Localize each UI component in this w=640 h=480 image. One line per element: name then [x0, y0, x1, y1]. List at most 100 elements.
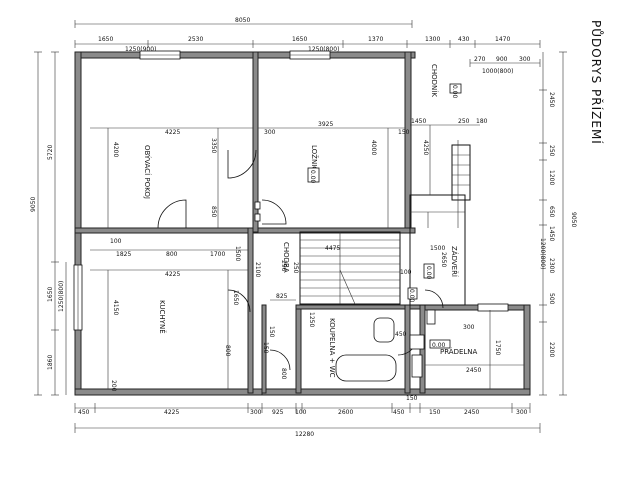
dim-right-sub-3: 300 [519, 56, 531, 63]
windows [73, 50, 509, 331]
dim-stair-180: 180 [476, 118, 488, 125]
dim-stair-4475: 4475 [325, 245, 340, 252]
dim-loznice-h: 4000 [370, 140, 377, 155]
dim-left-outer: 9050 [30, 197, 37, 212]
dim-right-2: 250 [548, 145, 555, 157]
dim-chodba-296: 296 [280, 260, 287, 272]
stairs [299, 140, 471, 306]
dim-top-3: 1650 [292, 36, 307, 43]
dim-left-inner: 5720 [47, 145, 54, 160]
dim-right-sub-1: 270 [474, 56, 486, 63]
dim-d200: 200 [110, 380, 117, 392]
room-labels: OBÝVACÍ POKOJ LOŽNICE KUCHYNĚ CHODBA KOU… [143, 64, 478, 378]
dim-b100: 100 [400, 269, 412, 276]
inner-dimension-labels: 4225 4200 3350 850 3925 4000 300 150 182… [110, 118, 501, 402]
room-zadveri: ZÁDVEŘÍ [450, 246, 459, 277]
dim-zadveri-1500: 1500 [430, 245, 445, 252]
dim-right-outer: 9050 [570, 212, 577, 227]
dim-hall-800: 800 [166, 251, 178, 258]
dim-kuchyne-h: 4150 [112, 300, 119, 315]
fixtures [254, 201, 436, 382]
room-loznice: LOŽNICE [310, 145, 319, 176]
dim-top-7: 1470 [495, 36, 510, 43]
dim-stair-250: 250 [458, 118, 470, 125]
bathtub [335, 354, 397, 382]
dim-chodba-825: 825 [276, 293, 288, 300]
dim-right-sub-2: 900 [496, 56, 508, 63]
dim-b450: 450 [395, 331, 407, 338]
heater [426, 309, 436, 325]
dim-obyvaci-h: 4200 [112, 142, 119, 157]
dim-pradelna-w: 2450 [466, 367, 481, 374]
dim-top-2: 2530 [188, 36, 203, 43]
dim-pradelna-150: 150 [406, 395, 418, 402]
dim-right-1: 2450 [548, 92, 555, 107]
level-tag-5: 0.00 [432, 342, 446, 349]
dim-hall-1700: 1700 [210, 251, 225, 258]
wc [373, 317, 395, 343]
dim-k800: 800 [224, 345, 231, 357]
dim-right-4: 650 [548, 206, 555, 218]
inner-dimension-lines [90, 124, 524, 389]
dim-top-4: 1370 [368, 36, 383, 43]
dim-bath-1250: 1250 [308, 312, 315, 327]
dim-bottom-2: 4225 [164, 409, 179, 416]
dim-kuchyne-w: 4225 [165, 271, 180, 278]
dim-zadveri-2650: 2650 [440, 252, 447, 267]
dim-left-sub-2: 1650 [47, 287, 54, 302]
dim-right-8: 2200 [548, 342, 555, 357]
dim-right-stair: 1200(800) [539, 238, 546, 269]
dim-k150: 150 [262, 342, 269, 354]
plan-title: PŮDORYS PŘÍZEMÍ [589, 20, 604, 145]
dim-right-6: 2300 [548, 258, 555, 273]
dim-right-5: 1450 [548, 226, 555, 241]
dim-bottom-7: 450 [393, 409, 405, 416]
room-chodnik: CHODNÍK [430, 64, 439, 97]
room-kuchyne: KUCHYNĚ [158, 300, 167, 334]
dim-obyvaci-3350: 3350 [210, 138, 217, 153]
dim-left-sub-3: 1860 [47, 355, 54, 370]
sink [411, 354, 423, 378]
dim-kuchyne-1650: 1650 [232, 290, 239, 305]
dim-top-5: 1300 [425, 36, 440, 43]
level-tag-4: 0.00 [408, 289, 415, 303]
level-tag-3: 0.00 [425, 266, 432, 280]
dim-top-1: 1650 [98, 36, 113, 43]
room-pradelna: PRÁDELNA [440, 347, 478, 356]
dimension-labels: 8050 1650 2530 1650 1370 1300 430 1470 1… [30, 17, 577, 438]
socket-1 [254, 201, 261, 210]
dim-bottom-10: 300 [516, 409, 528, 416]
dim-top-6: 430 [458, 36, 470, 43]
dim-bottom-8: 150 [429, 409, 441, 416]
socket-2 [254, 213, 261, 222]
dim-hall-1825: 1825 [116, 251, 131, 258]
dimension-lines [34, 20, 567, 433]
dim-stair-4250: 4250 [422, 140, 429, 155]
level-tags: 0.00 0.00 0.00 0.00 0.00 [307, 83, 462, 349]
dim-stair-1450: 1450 [411, 118, 426, 125]
room-chodba: CHODBA [282, 242, 290, 273]
dim-bottom-1: 450 [78, 409, 90, 416]
walls [74, 51, 531, 396]
dim-bottom-4: 925 [272, 409, 284, 416]
dim-hall-100: 100 [110, 238, 122, 245]
dim-hall-1500: 1500 [234, 246, 241, 261]
dim-pradelna-300: 300 [463, 324, 475, 331]
dim-bottom-6: 2600 [338, 409, 353, 416]
dim-bath-150: 150 [268, 326, 275, 338]
dim-pradelna-h: 1750 [494, 340, 501, 355]
dim-obyvaci-850: 850 [210, 206, 217, 218]
dim-obyvaci-w: 4225 [165, 129, 180, 136]
room-obyvaci-pokoj: OBÝVACÍ POKOJ [143, 145, 152, 199]
washing-machine [409, 334, 425, 350]
dim-top-overall: 8050 [235, 17, 250, 24]
dim-bottom-5: 100 [295, 409, 307, 416]
dim-chodba-2100: 2100 [254, 262, 261, 277]
dim-left-sub-1: 1250(800) [58, 281, 65, 312]
dim-right-7: 500 [548, 293, 555, 305]
dim-d250: 250 [292, 262, 299, 274]
room-koupelna: KOUPELNA + WC [328, 318, 336, 378]
dim-loznice-w: 3925 [318, 121, 333, 128]
dim-bath-800: 800 [280, 368, 287, 380]
